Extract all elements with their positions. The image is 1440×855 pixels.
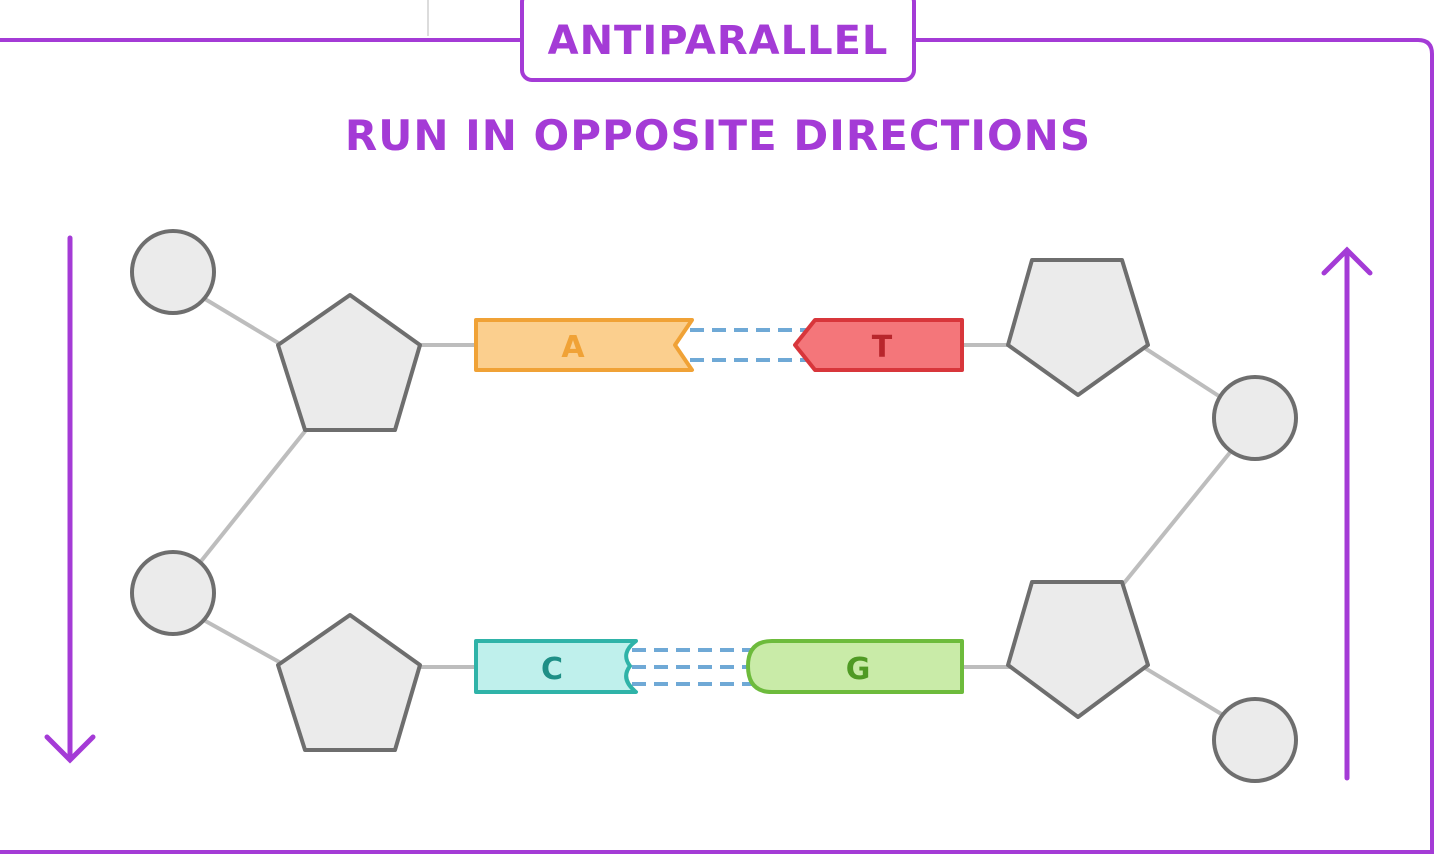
- sugar-pentagon: [1006, 258, 1150, 397]
- phosphate-circle: [1212, 697, 1298, 783]
- hydrogen-bonds-pair-1: [690, 328, 810, 362]
- bond-line: [192, 423, 312, 572]
- base-a-shape: [474, 318, 694, 372]
- base-c-shape: [474, 639, 638, 694]
- arrow-down-icon: [44, 235, 96, 764]
- title-box: [520, 0, 916, 82]
- bond-line: [1138, 343, 1227, 402]
- base-g: G: [746, 639, 964, 694]
- base-c-label: C: [541, 652, 563, 687]
- bond-line: [1138, 663, 1230, 720]
- title-text: ANTIPARALLEL: [548, 18, 889, 64]
- phosphate-circle: [130, 229, 216, 315]
- hydrogen-bonds-pair-2: [632, 648, 752, 686]
- subtitle-text: RUN IN OPPOSITE DIRECTIONS: [345, 111, 1091, 160]
- base-a-label: A: [561, 330, 585, 365]
- sugar-pentagon: [1006, 580, 1150, 719]
- bond-line: [1118, 448, 1234, 590]
- backbone-bonds: [192, 294, 1234, 720]
- outer-frame: [0, 38, 1434, 854]
- phosphate-circle: [130, 550, 216, 636]
- base-t-label: T: [872, 330, 893, 365]
- bond-line: [199, 616, 291, 670]
- sugar-pentagon: [276, 613, 422, 752]
- sugar-groups: [276, 258, 1150, 752]
- phosphate-groups: [130, 229, 1298, 783]
- base-t: T: [793, 318, 964, 372]
- base-g-shape: [746, 639, 964, 694]
- bond-line: [198, 294, 292, 352]
- base-c: C: [474, 639, 638, 694]
- base-t-shape: [793, 318, 964, 372]
- arrow-up-icon: [1321, 246, 1373, 781]
- phosphate-circle: [1212, 375, 1298, 461]
- base-a: A: [474, 318, 694, 372]
- base-g-label: G: [846, 652, 871, 687]
- sugar-pentagon: [276, 293, 422, 432]
